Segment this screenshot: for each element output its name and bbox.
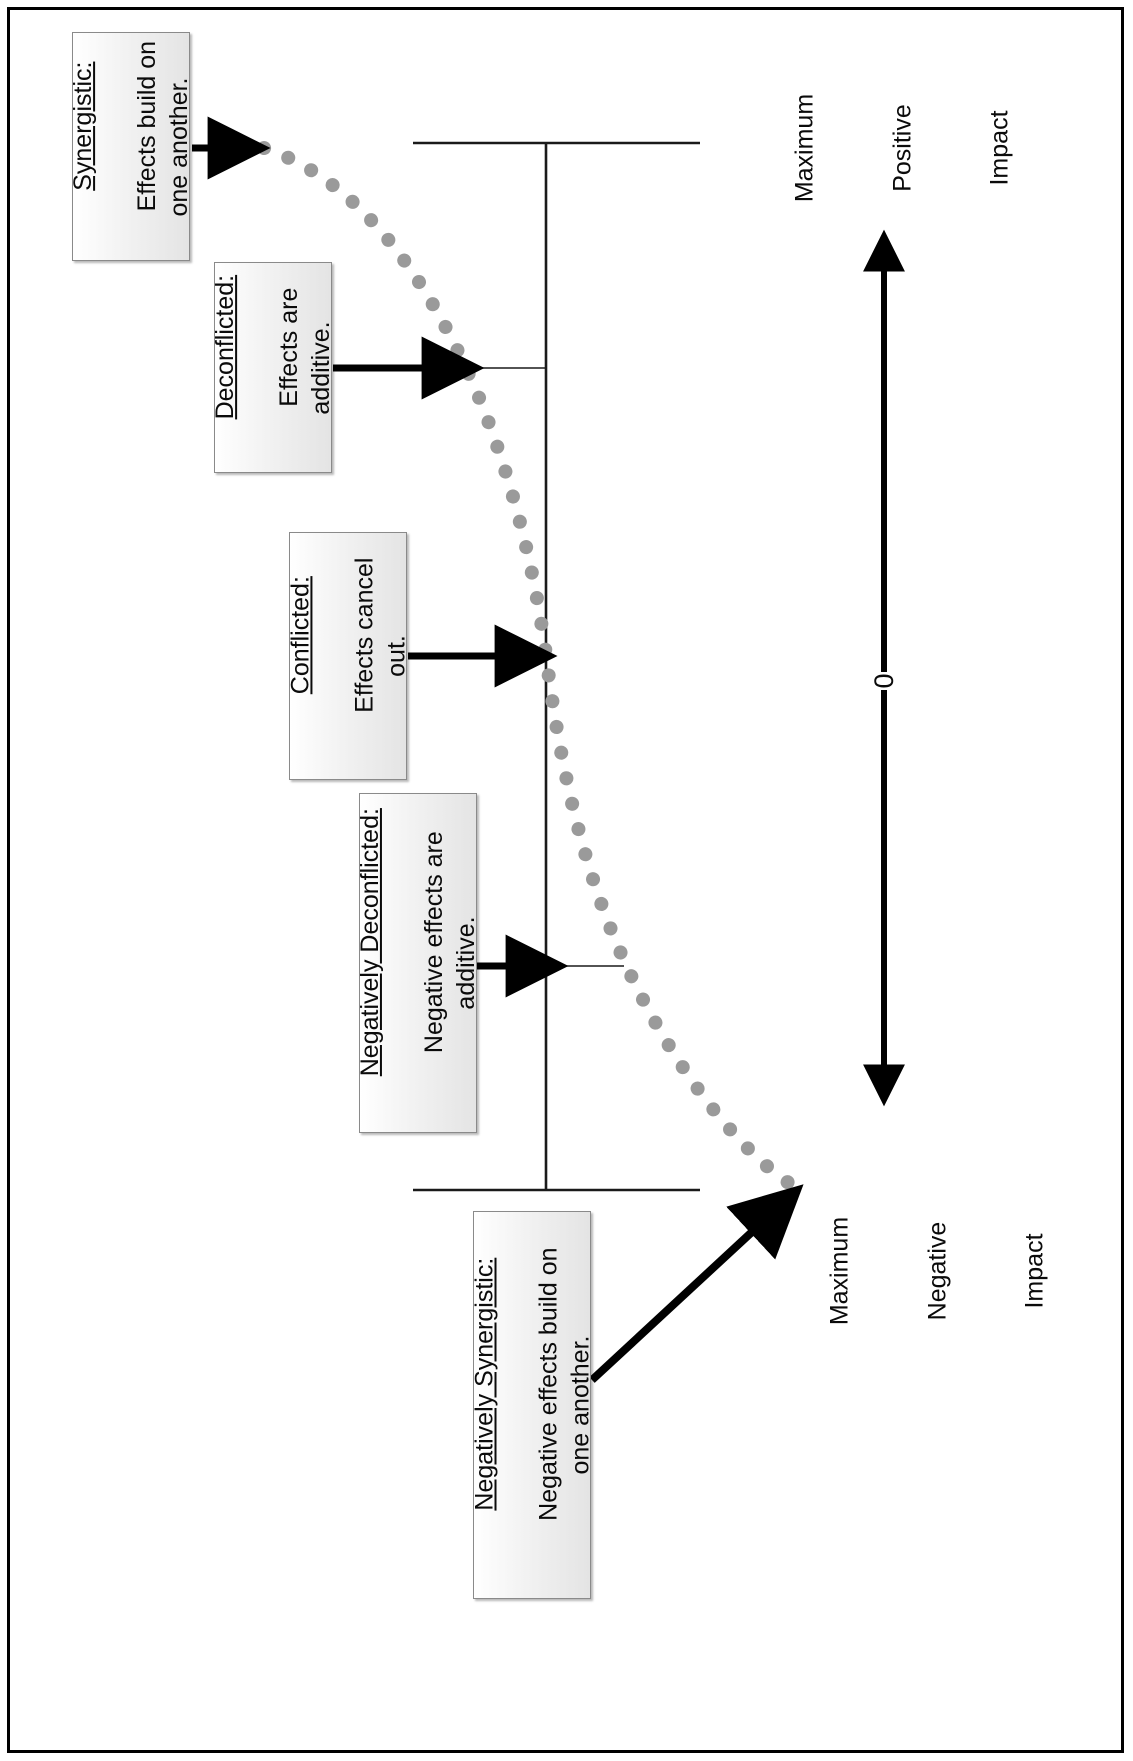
axis-label-max-negative-line3: Impact	[1020, 1233, 1049, 1309]
callout-synergistic[interactable]: Synergistic: Effects build on one anothe…	[72, 32, 190, 261]
callout-deconflicted-body: Effects are additive.	[275, 287, 332, 415]
callout-negatively-synergistic-body: Negative effects build on one another.	[534, 1247, 591, 1521]
callout-deconflicted[interactable]: Deconflicted: Effects are additive.	[214, 262, 332, 473]
axis-label-max-positive-line3: Impact	[985, 110, 1014, 186]
callout-conflicted-body: Effects cancel out.	[350, 557, 407, 713]
axis-label-max-negative-line2: Negative	[923, 1221, 952, 1321]
callout-negatively-deconflicted-text: Negatively Deconflicted: Negative effect…	[359, 808, 477, 1118]
callout-synergistic-body: Effects build on one another.	[133, 40, 190, 217]
callout-negatively-deconflicted[interactable]: Negatively Deconflicted: Negative effect…	[359, 793, 477, 1133]
callout-conflicted-heading: Conflicted:	[289, 576, 314, 695]
callout-negatively-synergistic-heading: Negatively Synergistic:	[473, 1257, 499, 1511]
callout-conflicted-text: Conflicted: Effects cancel out.	[289, 557, 407, 755]
figure-border	[7, 7, 1124, 1753]
axis-label-max-negative-line1: Maximum	[825, 1216, 854, 1326]
callout-deconflicted-text: Deconflicted: Effects are additive.	[214, 274, 332, 460]
axis-label-max-positive: Maximum Positive Impact	[791, 41, 1014, 256]
leader-arrow-negatively-synergistic	[589, 1184, 804, 1383]
axis-label-max-positive-line2: Positive	[888, 104, 917, 192]
axis-label-max-positive-line1: Maximum	[790, 93, 819, 203]
axis-label-max-negative: Maximum Negative Impact	[826, 1164, 1049, 1379]
callout-negatively-deconflicted-body: Negative effects are additive.	[420, 831, 477, 1054]
callout-negatively-synergistic[interactable]: Negatively Synergistic: Negative effects…	[473, 1211, 591, 1599]
callout-conflicted[interactable]: Conflicted: Effects cancel out.	[289, 532, 407, 780]
callout-synergistic-text: Synergistic: Effects build on one anothe…	[72, 40, 190, 252]
axis-label-zero: 0	[869, 673, 899, 689]
callout-deconflicted-heading: Deconflicted:	[214, 274, 239, 419]
callout-synergistic-heading: Synergistic:	[72, 61, 98, 191]
callout-negatively-deconflicted-heading: Negatively Deconflicted:	[359, 808, 385, 1077]
callout-negatively-synergistic-text: Negatively Synergistic: Negative effects…	[473, 1247, 591, 1562]
